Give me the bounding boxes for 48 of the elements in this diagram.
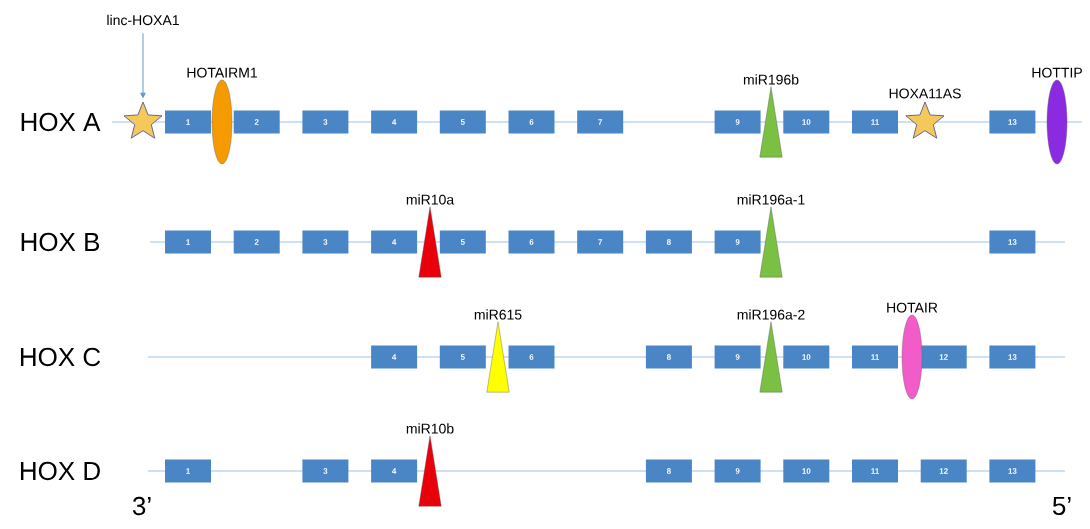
exon-box: 4 (371, 110, 418, 134)
exon-box: 10 (783, 110, 830, 134)
exon-box: 6 (508, 230, 555, 254)
exon-box: 6 (508, 110, 555, 134)
exon-box: 8 (645, 459, 692, 483)
exon-box: 2 (233, 110, 280, 134)
row-label: HOX C (20, 347, 101, 367)
exon-box: 12 (920, 345, 967, 369)
exon-box: 5 (439, 345, 486, 369)
exon-box: 4 (371, 459, 418, 483)
exon-box: 5 (439, 110, 486, 134)
exon-box: 1 (165, 459, 211, 483)
exon-box: 1 (165, 230, 211, 254)
exon-box: 3 (302, 459, 349, 483)
star-marker (123, 101, 163, 139)
exon-box: 6 (508, 345, 555, 369)
exon-box: 13 (989, 110, 1036, 134)
exon-box: 3 (302, 110, 349, 134)
exon-box: 13 (989, 230, 1036, 254)
exon-box: 5 (439, 230, 486, 254)
arrow (140, 32, 146, 98)
exon-box: 7 (577, 110, 624, 134)
exon-box: 11 (852, 459, 898, 483)
exon-box: 11 (852, 110, 898, 134)
end-label: 5’ (1052, 496, 1071, 516)
exon-box: 9 (714, 459, 761, 483)
exon-box: 9 (714, 230, 761, 254)
exon-box: 12 (920, 459, 967, 483)
exon-box: 8 (645, 345, 692, 369)
row-label: HOX D (20, 461, 100, 481)
exon-box: 4 (371, 345, 418, 369)
exon-box: 9 (714, 345, 761, 369)
gene-label: linc-HOXA1 (107, 14, 179, 26)
row-label: HOX B (21, 232, 100, 252)
row-label: HOX A (21, 112, 101, 132)
exon-box: 10 (783, 345, 830, 369)
exon-box: 2 (233, 230, 280, 254)
end-label: 3’ (132, 496, 151, 516)
exon-box: 10 (783, 459, 830, 483)
exon-box: 9 (714, 110, 761, 134)
exon-box: 11 (852, 345, 898, 369)
exon-box: 7 (577, 230, 624, 254)
exon-box: 4 (371, 230, 418, 254)
exon-box: 8 (645, 230, 692, 254)
exon-box: 13 (989, 459, 1036, 483)
exon-box: 3 (302, 230, 349, 254)
exon-box: 1 (165, 110, 211, 134)
exon-box: 13 (989, 345, 1036, 369)
